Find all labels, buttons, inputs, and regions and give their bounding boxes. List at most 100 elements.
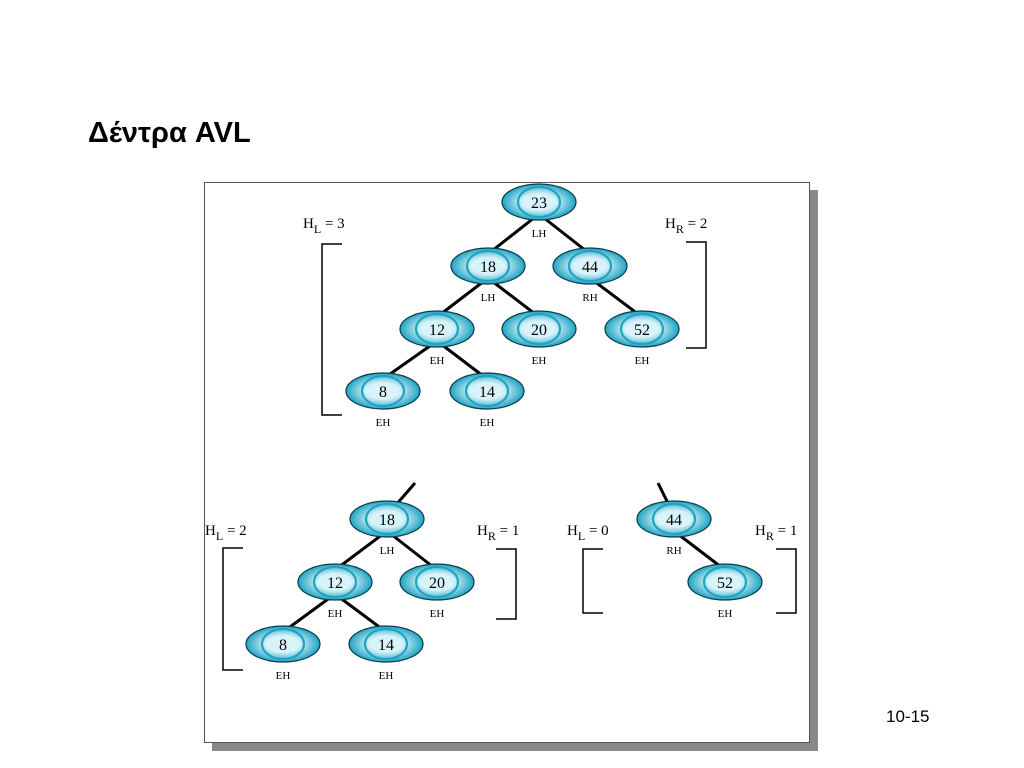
node-inner-ring (567, 249, 613, 283)
node-inner-ring (414, 565, 460, 599)
node-key: 52 (717, 575, 733, 592)
node-inner-ring (312, 565, 358, 599)
tree-edge (386, 529, 438, 572)
node-ellipse (399, 563, 475, 601)
nodes-layer: 23LH18LH44RH12EH20EH52EH8EH14EH18LH12EH2… (245, 183, 763, 682)
node-ellipse (501, 310, 577, 348)
node-inner-ring (363, 627, 409, 661)
node-key: 20 (531, 322, 547, 339)
node-ellipse (348, 625, 424, 663)
tree-node-8: 8EH (345, 372, 421, 429)
node-inner-ring (651, 502, 697, 536)
node-balance-label: LH (481, 292, 496, 304)
node-inner-ring (260, 627, 306, 661)
node-balance-label: LH (380, 545, 395, 557)
node-balance-label: EH (480, 417, 495, 429)
tree-edge (538, 212, 591, 256)
node-ellipse (297, 563, 373, 601)
tree-edge (334, 529, 388, 572)
node-ellipse (636, 500, 712, 538)
node-ellipse (399, 310, 475, 348)
height-bracket-left-top (321, 243, 342, 416)
node-inner-ring (702, 565, 748, 599)
tree-edge (436, 339, 488, 381)
node-inner-ring (465, 249, 511, 283)
node-ellipse (552, 247, 628, 285)
node-balance-label: EH (276, 670, 291, 682)
node-ellipse (349, 500, 425, 538)
node-key: 52 (634, 322, 650, 339)
slide-title: Δέντρα AVL (88, 117, 251, 149)
tree-edge (436, 276, 489, 319)
tree-edge (673, 529, 726, 572)
tree-edge (282, 592, 336, 634)
node-ellipse (501, 183, 577, 221)
height-bracket-left-small (582, 548, 603, 614)
node-key: 14 (479, 384, 495, 401)
node-key: 18 (480, 259, 496, 276)
height-label-hr_right: HR = 1 (755, 523, 797, 543)
tree-node-8: 8EH (245, 625, 321, 682)
height-bracket-left-subtree (222, 547, 243, 671)
node-inner-ring (360, 374, 406, 408)
node-balance-label: EH (718, 608, 733, 620)
height-label-hl_right: HL = 0 (567, 523, 609, 543)
brackets-layer (222, 241, 797, 671)
node-balance-label: RH (582, 292, 597, 304)
node-key: 44 (582, 259, 598, 276)
height-label-hl_left: HL = 2 (205, 523, 247, 543)
node-key: 8 (379, 384, 387, 401)
tree-edge (382, 339, 438, 381)
node-balance-label: EH (379, 670, 394, 682)
node-balance-label: EH (430, 608, 445, 620)
node-balance-label: RH (666, 545, 681, 557)
height-bracket-right-subtree (496, 548, 517, 620)
node-ellipse (449, 372, 525, 410)
node-key: 12 (429, 322, 445, 339)
node-inner-ring (516, 185, 562, 219)
node-key: 44 (666, 512, 682, 529)
tree-edge (589, 276, 643, 319)
node-key: 8 (279, 637, 287, 654)
node-ellipse (687, 563, 763, 601)
height-label-hr_left: HR = 1 (477, 523, 519, 543)
node-key: 14 (378, 637, 394, 654)
tree-edge (487, 212, 540, 256)
node-balance-label: EH (328, 608, 343, 620)
node-key: 12 (327, 575, 343, 592)
avl-tree-diagram: 23LH18LH44RH12EH20EH52EH8EH14EH18LH12EH2… (205, 183, 797, 682)
height-label-hr_top: HR = 2 (665, 216, 707, 236)
node-balance-label: EH (532, 355, 547, 367)
height-bracket-right-top (686, 241, 707, 349)
parent-stub-edge (395, 482, 417, 505)
node-key: 23 (531, 195, 547, 212)
node-ellipse (345, 372, 421, 410)
height-label-hl_top: HL = 3 (303, 216, 345, 236)
node-inner-ring (516, 312, 562, 346)
page-number: 10-15 (886, 707, 930, 726)
node-inner-ring (364, 502, 410, 536)
node-ellipse (245, 625, 321, 663)
node-inner-ring (619, 312, 665, 346)
node-inner-ring (414, 312, 460, 346)
node-balance-label: EH (376, 417, 391, 429)
node-key: 20 (429, 575, 445, 592)
node-key: 18 (379, 512, 395, 529)
node-ellipse (604, 310, 680, 348)
node-balance-label: EH (430, 355, 445, 367)
labels-layer: HL = 3 HR = 2 HL = 2 HR = 1 HL = 0 HR = 1 (205, 216, 797, 543)
